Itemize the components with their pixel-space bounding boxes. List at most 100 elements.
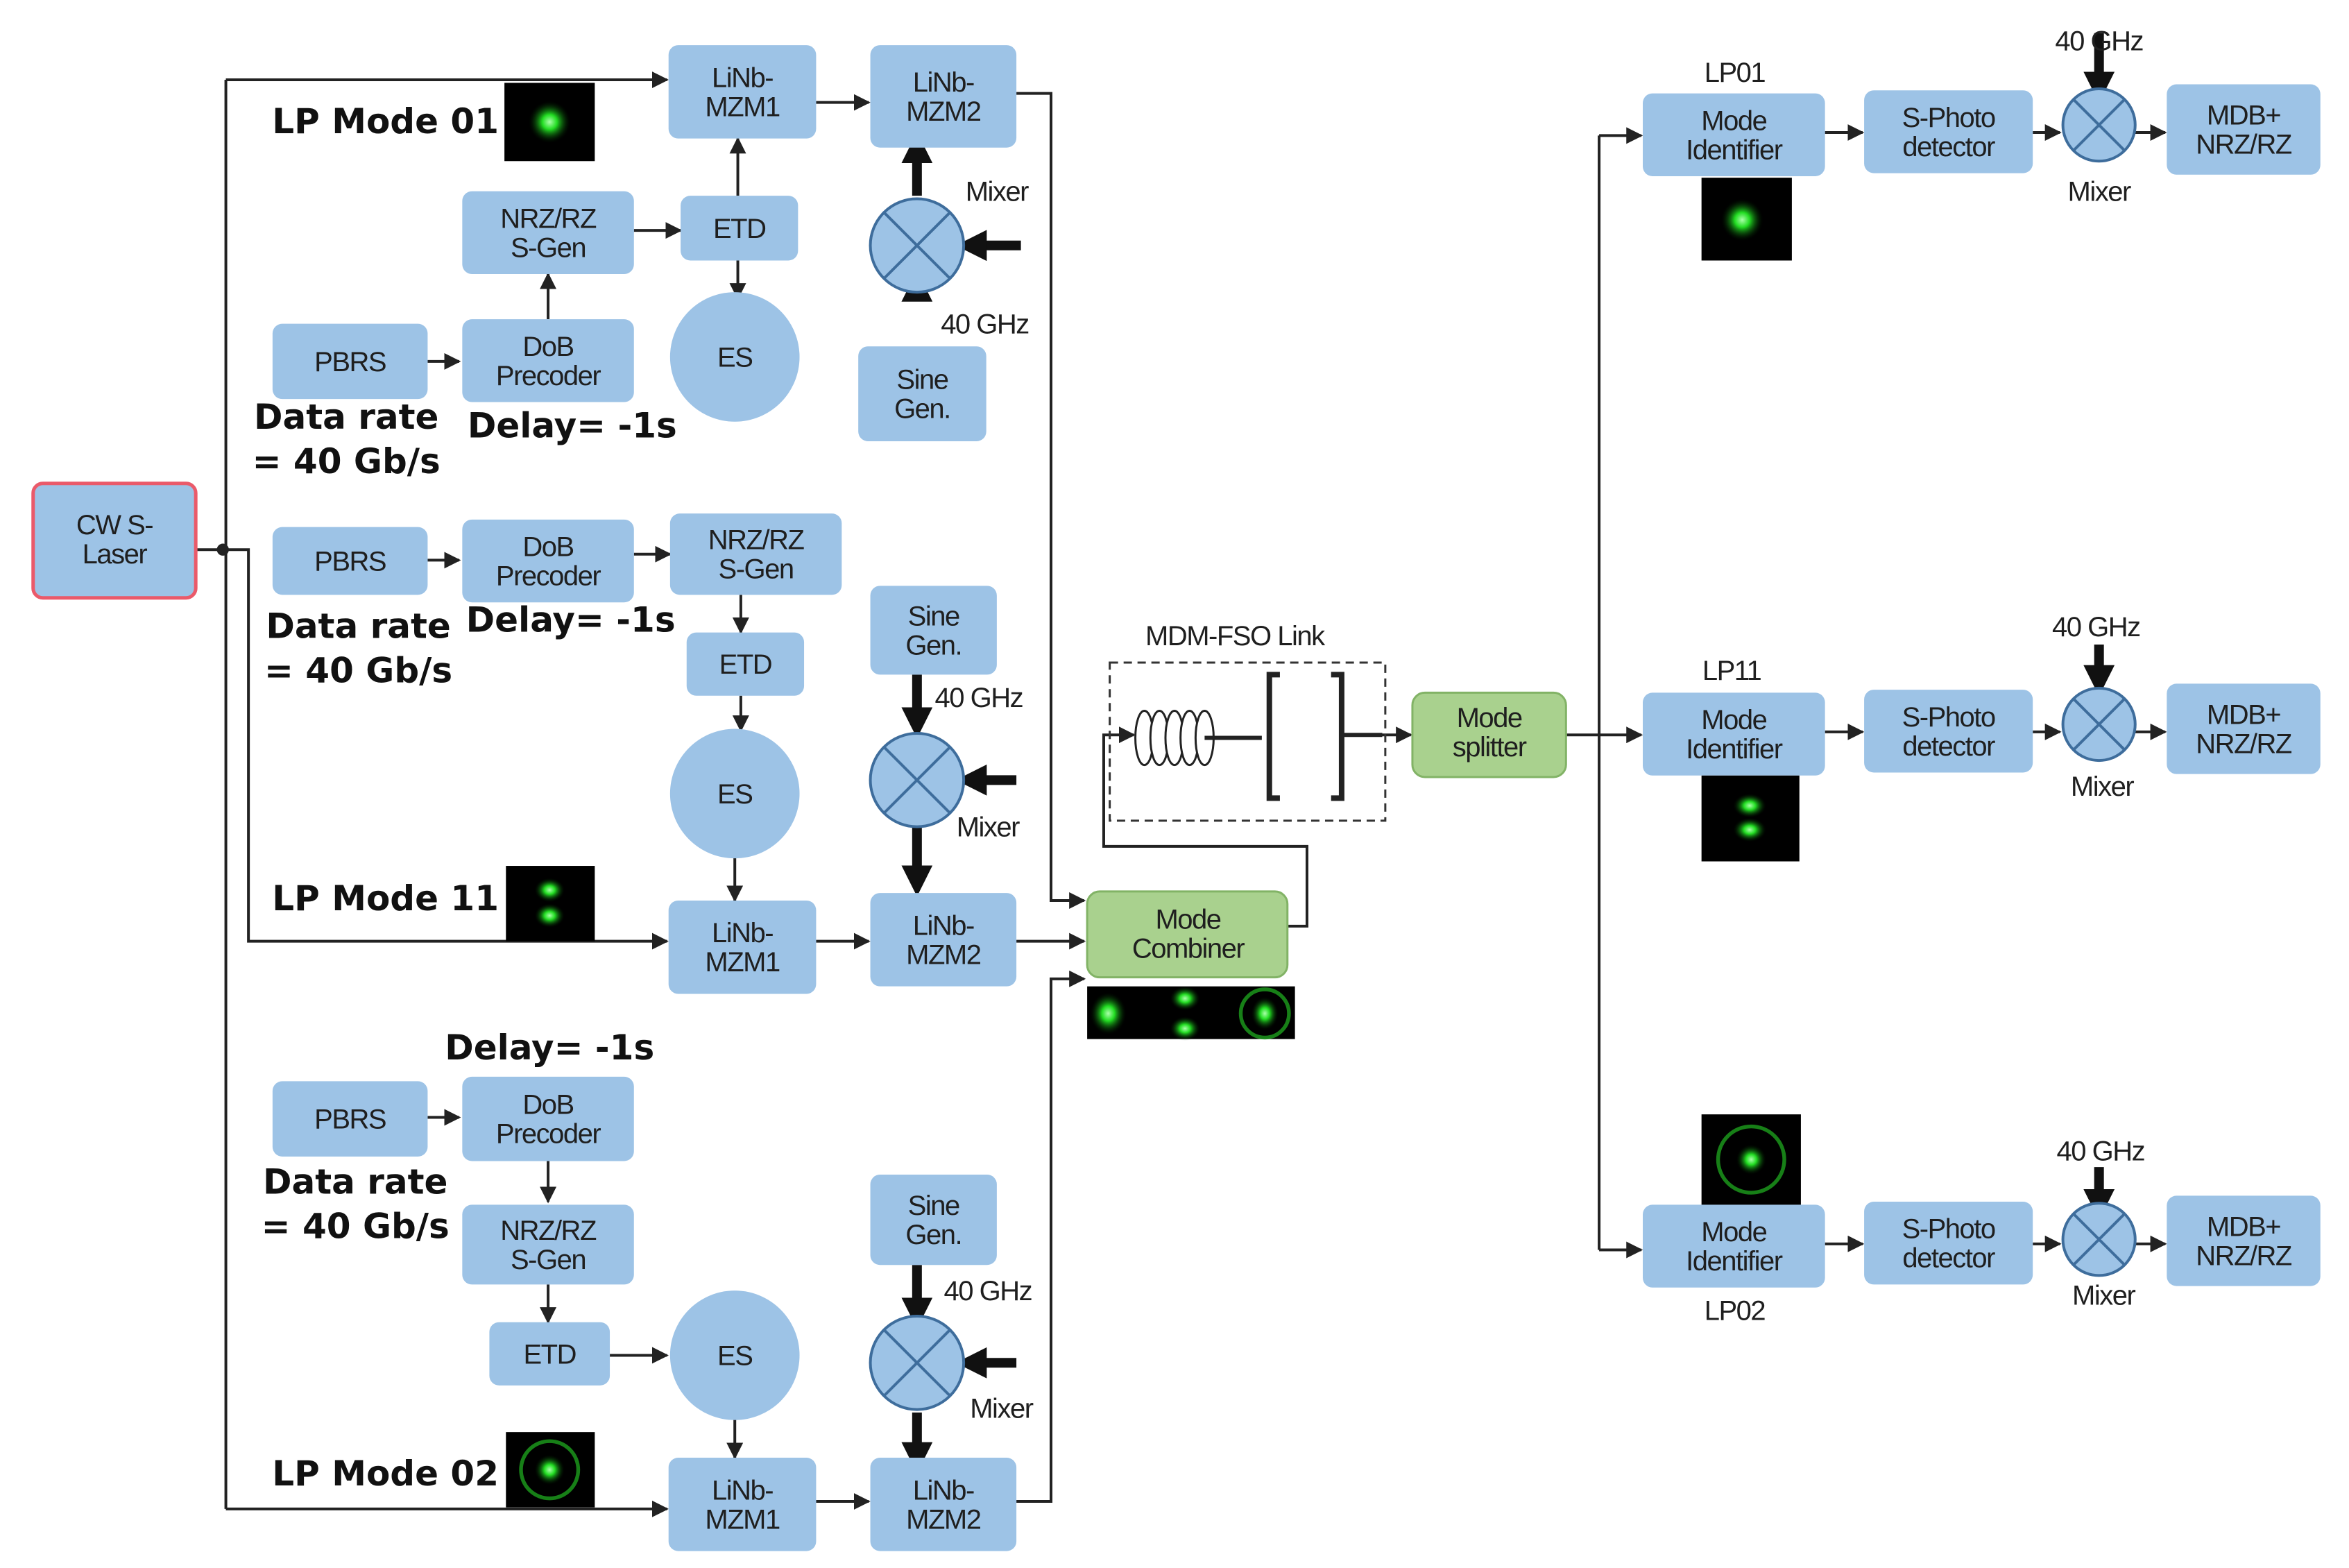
dob-middle [462,519,634,603]
photo-detector-lp01 [1864,90,2033,173]
mzm2-middle-label: LiNb-MZM2 [906,910,981,970]
mzm2-bottom-combiner [1016,970,1086,1503]
fso-link-enclosure [1109,661,1387,822]
mixer-middle [869,732,966,828]
mzm1-middle [668,900,817,994]
mzm2-bottom [870,1458,1017,1551]
mzm2-bottom-label: LiNb-MZM2 [906,1475,981,1535]
nrz-gen-top [462,191,634,275]
sine-top [858,346,986,441]
sine-bottom [870,1174,997,1266]
mixer-lp02 [2061,1202,2137,1277]
rx-lp02-mode-image [1701,1114,1801,1205]
es-top [669,292,800,422]
etd-middle-label: ETD [719,649,772,680]
es-middle [669,728,800,859]
mode-combiner [1086,890,1289,979]
etd-middle [686,632,805,696]
mzm2-top-label: LiNb-MZM2 [906,67,981,127]
pbrs-bottom-label: PBRS [314,1105,386,1135]
mzm1-top [668,45,817,139]
function-blocks [31,45,2321,1551]
ghz-rx-lp02: 40 GHz [2057,1136,2145,1166]
es-bottom-label: ES [717,1340,752,1371]
etd-top [681,196,798,261]
telescope-lenses-icon [1266,672,1383,801]
ghz-rx-lp01: 40 GHz [2055,26,2143,57]
dob-bottom [462,1076,634,1161]
ghz-bottom-label: 40 GHz [944,1276,1032,1306]
mixer-top [869,197,966,294]
nrz-gen-middle [669,513,842,595]
pbrs-top-label: PBRS [314,347,386,377]
cw-laser-label: CW S-Laser [76,510,153,570]
mixer-middle-label: Mixer [957,812,1020,843]
mixer-rx-lp01-label: Mixer [2068,177,2131,207]
etd-top-label: ETD [713,214,766,244]
mzm1-middle-label: LiNb-MZM1 [705,918,780,978]
mixer-bottom [869,1315,966,1411]
lp11-label: LP11 [1702,656,1761,686]
mode-identifier-lp01 [1643,93,1825,176]
to-mzm1-middle [225,548,669,950]
mzm2-middle [870,893,1017,987]
lp01-mode-image [504,83,595,162]
delay-top: Delay= -1s [468,405,677,445]
es-top-label: ES [717,342,752,373]
lp02-mode-image [506,1432,595,1508]
mode-identifier-lp02 [1643,1204,1825,1288]
mixer-bottom-label: Mixer [970,1393,1033,1424]
data-rate-top: Data rate= 40 Gb/s [253,397,441,482]
mzm1-bottom [668,1458,817,1551]
lp02-label: LP02 [1705,1295,1766,1326]
ghz-top-label: 40 GHz [941,309,1029,340]
mdb-decoder-lp11 [2167,683,2321,774]
rx-lp11-mode-image [1701,775,1800,862]
etd-bottom [489,1322,610,1386]
mode-splitter [1411,691,1567,778]
mzm2-top-combiner [1016,92,1086,909]
dob-top [462,319,634,402]
ghz-middle-label: 40 GHz [935,683,1023,713]
delay-middle: Delay= -1s [466,599,676,640]
mdb-decoder-lp11-label: MDB+NRZ/RZ [2196,700,2292,760]
lp-mode-11-label: LP Mode 11 [272,878,499,919]
photo-detector-lp11 [1864,690,2033,773]
mixer-lp11 [2061,686,2137,762]
mdb-decoder-lp01 [2167,84,2321,175]
mdb-decoder-lp02-label: MDB+NRZ/RZ [2196,1211,2292,1271]
combined-modes-image [1087,986,1295,1041]
es-bottom [669,1290,800,1420]
lp-mode-02-label: LP Mode 02 [272,1454,499,1494]
pbrs-middle-label: PBRS [314,547,386,577]
nrz-gen-bottom [462,1204,634,1285]
lp11-mode-image [506,866,595,941]
lp01-label: LP01 [1705,58,1766,88]
cw-laser [31,482,198,600]
ghz-rx-lp11: 40 GHz [2052,612,2140,642]
mode-identifier-lp11 [1643,692,1825,776]
fiber-spool-icon [1134,709,1215,767]
mixer-lp01 [2061,87,2137,163]
mdm-fso-link-label: MDM-FSO Link [1145,621,1326,651]
es-middle-label: ES [717,779,752,810]
etd-bottom-label: ETD [523,1339,576,1370]
sine-middle [870,586,997,675]
